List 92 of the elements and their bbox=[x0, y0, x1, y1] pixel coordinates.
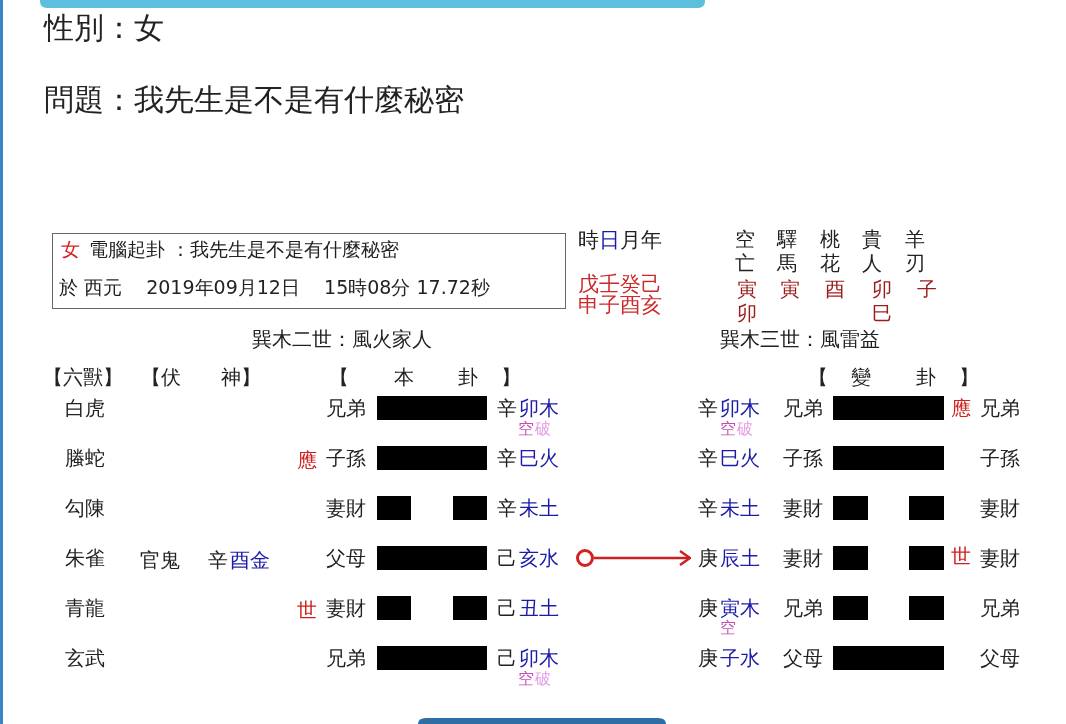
relation-name: 妻財 bbox=[326, 598, 366, 618]
stem-char: 己 bbox=[497, 648, 517, 668]
position-mark: 應 bbox=[297, 450, 317, 470]
pillar-heading: 月 bbox=[620, 229, 641, 251]
relation-name: 父母 bbox=[980, 648, 1020, 668]
beast-name: 勾陳 bbox=[65, 498, 105, 518]
question-text: 電腦起卦 ：我先生是不是有什麼秘密 bbox=[89, 240, 400, 259]
relation-name: 父母 bbox=[783, 648, 823, 668]
info-text: 問題：我先生是不是有什麼秘密 bbox=[44, 85, 464, 115]
stem-char: 辛 bbox=[497, 398, 517, 418]
beast-name: 青龍 bbox=[65, 598, 105, 618]
branch-element: 巳火 bbox=[519, 448, 559, 468]
relation-name: 子孫 bbox=[326, 448, 366, 468]
beast-name: 螣蛇 bbox=[65, 448, 105, 468]
spirit-heading: 貴人 bbox=[862, 227, 882, 275]
position-mark: 世 bbox=[297, 600, 317, 620]
spirit-heading: 空亡 bbox=[735, 227, 755, 275]
stem-char: 辛 bbox=[698, 448, 718, 468]
relation-name: 妻財 bbox=[783, 548, 823, 568]
relation-name: 子孫 bbox=[783, 448, 823, 468]
stem-char: 己 bbox=[497, 548, 517, 568]
stem-char: 辛 bbox=[698, 498, 718, 518]
spirit-heading: 羊刃 bbox=[905, 227, 925, 275]
column-heading: 【六獸】 bbox=[43, 367, 123, 387]
broken-mark: 破 bbox=[535, 671, 551, 687]
stem-char: 庚 bbox=[698, 648, 718, 668]
ring-icon bbox=[576, 549, 594, 567]
branch-element: 卯木 bbox=[519, 648, 559, 668]
relation-name: 子孫 bbox=[980, 448, 1020, 468]
branch-element: 辰土 bbox=[720, 548, 760, 568]
relation-name: 兄弟 bbox=[326, 398, 366, 418]
relation-name: 妻財 bbox=[326, 498, 366, 518]
beast-name: 白虎 bbox=[65, 398, 105, 418]
stem-char: 辛 bbox=[698, 398, 718, 418]
spirit-heading: 驛馬 bbox=[777, 227, 797, 275]
beast-name: 朱雀 bbox=[65, 548, 105, 568]
stem-char: 辛 bbox=[497, 448, 517, 468]
relation-name: 妻財 bbox=[980, 498, 1020, 518]
stem-char: 庚 bbox=[698, 598, 718, 618]
stem-char: 庚 bbox=[698, 548, 718, 568]
position-mark: 應 bbox=[951, 398, 971, 418]
relation-name: 父母 bbox=[326, 548, 366, 568]
void-mark: 空 bbox=[518, 671, 534, 687]
spirit-branch: 子 bbox=[917, 279, 937, 299]
pillar-heading: 年 bbox=[641, 229, 662, 251]
branch-element: 未土 bbox=[720, 498, 760, 518]
relation-name: 妻財 bbox=[980, 548, 1020, 568]
relation-name: 官鬼 bbox=[140, 550, 180, 570]
relation-name: 兄弟 bbox=[326, 648, 366, 668]
void-mark: 空 bbox=[720, 421, 736, 437]
branch-element: 卯木 bbox=[519, 398, 559, 418]
relation-name: 兄弟 bbox=[783, 398, 823, 418]
spirit-branch: 酉 bbox=[825, 279, 845, 299]
spirit-branch: 卯 bbox=[737, 303, 757, 323]
column-heading: 【 變 卦 】 bbox=[808, 367, 980, 387]
hexagram-title: 巽木二世：風火家人 bbox=[252, 329, 432, 349]
relation-name: 兄弟 bbox=[980, 398, 1020, 418]
pillar-heading: 日 bbox=[599, 229, 620, 251]
branch-element: 亥水 bbox=[519, 548, 559, 568]
relation-name: 兄弟 bbox=[783, 598, 823, 618]
branch-element: 巳火 bbox=[720, 448, 760, 468]
stem-char: 辛 bbox=[208, 550, 228, 570]
branch-element: 酉金 bbox=[230, 550, 270, 570]
date-time-text: 於 西元 2019年09月12日 15時08分 17.72秒 bbox=[59, 278, 490, 297]
void-mark: 空 bbox=[518, 421, 534, 437]
spirit-branch: 巳 bbox=[872, 303, 892, 323]
column-heading: 【 本 卦 】 bbox=[329, 367, 523, 387]
hexagram-title: 巽木三世：風雷益 bbox=[720, 329, 880, 349]
stem-char: 己 bbox=[497, 598, 517, 618]
arrow bbox=[594, 549, 692, 567]
spirit-heading: 桃花 bbox=[820, 227, 840, 275]
info-text: 性別：女 bbox=[44, 13, 164, 43]
ganzhi-row: 申子酉亥 bbox=[578, 294, 662, 316]
info-box bbox=[52, 233, 566, 309]
relation-name: 兄弟 bbox=[980, 598, 1020, 618]
branch-element: 丑土 bbox=[519, 598, 559, 618]
spirit-branch: 寅 bbox=[737, 279, 757, 299]
broken-mark: 破 bbox=[535, 421, 551, 437]
spirit-branch: 寅 bbox=[780, 279, 800, 299]
position-mark: 世 bbox=[951, 546, 971, 566]
branch-element: 未土 bbox=[519, 498, 559, 518]
beast-name: 玄武 bbox=[65, 648, 105, 668]
stem-char: 辛 bbox=[497, 498, 517, 518]
branch-element: 卯木 bbox=[720, 398, 760, 418]
branch-element: 子水 bbox=[720, 648, 760, 668]
relation-name: 妻財 bbox=[783, 498, 823, 518]
void-mark: 空 bbox=[720, 620, 736, 636]
spirit-branch: 卯 bbox=[872, 279, 892, 299]
gender-mark: 女 bbox=[61, 240, 80, 259]
branch-element: 寅木 bbox=[720, 598, 760, 618]
column-heading: 【伏 神】 bbox=[141, 367, 261, 387]
broken-mark: 破 bbox=[737, 421, 753, 437]
